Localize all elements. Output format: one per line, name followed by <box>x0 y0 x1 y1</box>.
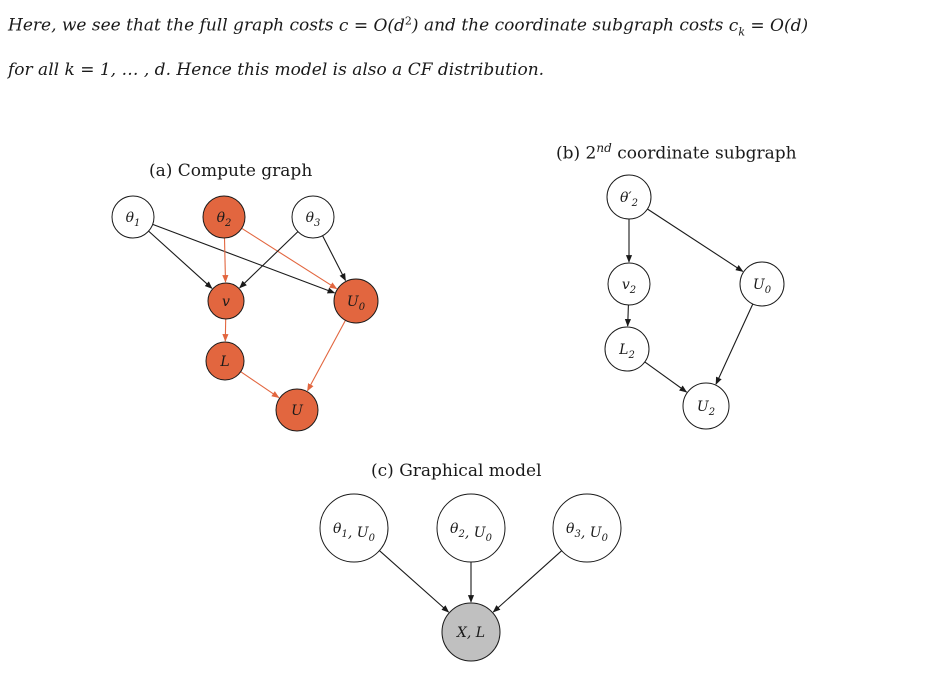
node-a-3: v <box>207 282 245 320</box>
text-run: . Hence this model is also a CF distribu… <box>165 60 545 80</box>
math-run: c = O(d <box>338 15 405 36</box>
node-circle <box>606 174 652 220</box>
node-circle <box>207 282 245 320</box>
node-label: U0 <box>347 294 366 313</box>
node-label: X, L <box>456 625 485 641</box>
edge-a-4-6 <box>307 320 346 392</box>
node-circle <box>333 278 379 324</box>
node-circle <box>682 382 730 430</box>
node-circle <box>552 493 622 563</box>
edge-a-5-6 <box>240 371 280 399</box>
node-circle <box>441 602 501 662</box>
edge-a-0-4 <box>152 223 336 294</box>
node-label: θ3, U0 <box>566 521 609 544</box>
node-b-3: L2 <box>604 326 650 372</box>
node-circle <box>111 195 155 239</box>
caption-compute-graph: (a) Compute graph <box>149 161 313 181</box>
node-label: U0 <box>753 277 772 296</box>
node-label: U2 <box>697 399 715 418</box>
node-circle <box>436 493 506 563</box>
node-circle <box>319 493 389 563</box>
node-label: v2 <box>622 277 636 296</box>
edge-a-2-3 <box>239 231 299 289</box>
node-label: θ1, U0 <box>333 521 376 544</box>
node-label: U <box>291 403 304 419</box>
node-label: L2 <box>618 342 635 361</box>
node-b-2: U0 <box>739 261 785 307</box>
paragraph-line-2: for all k = 1, … , d. Hence this model i… <box>8 62 928 79</box>
caption-graphical-model: (c) Graphical model <box>371 461 542 481</box>
node-circle <box>202 195 246 239</box>
node-circle <box>604 326 650 372</box>
node-label: θ2, U0 <box>450 521 493 544</box>
node-label: θ′2 <box>620 190 638 209</box>
edges-layer <box>148 208 754 613</box>
edge-b-2-4 <box>715 303 754 385</box>
node-label: θ1 <box>126 210 141 229</box>
node-a-0: θ1 <box>111 195 155 239</box>
math-index-range: k = 1, … , d <box>64 60 166 80</box>
math-run: ) <box>411 15 419 36</box>
node-label: L <box>219 354 229 370</box>
node-a-5: L <box>205 341 245 381</box>
edge-a-2-4 <box>322 235 346 282</box>
node-label: θ2 <box>217 210 232 229</box>
caption-superscript: nd <box>596 141 612 155</box>
node-circle <box>275 388 319 432</box>
caption-prefix: (b) 2 <box>556 143 597 164</box>
node-circle <box>291 195 335 239</box>
caption-coordinate-subgraph: (b) 2nd coordinate subgraph <box>556 141 797 164</box>
node-circle <box>607 262 651 306</box>
node-c-1: θ2, U0 <box>436 493 506 563</box>
paragraph-line-1: Here, we see that the full graph costs c… <box>8 15 928 37</box>
edge-c-0-3 <box>379 550 450 613</box>
node-c-0: θ1, U0 <box>319 493 389 563</box>
node-b-4: U2 <box>682 382 730 430</box>
node-b-0: θ′2 <box>606 174 652 220</box>
text-run: and the coordinate subgraph costs <box>418 15 729 36</box>
text-run: for all <box>8 60 65 80</box>
math-subgraph-cost: ck = O(d) <box>728 15 809 39</box>
edge-a-1-4 <box>241 227 338 290</box>
edge-b-1-3 <box>624 304 632 327</box>
math-full-graph-cost: c = O(d2) <box>338 14 419 36</box>
node-circle <box>205 341 245 381</box>
caption-suffix: coordinate subgraph <box>611 143 797 164</box>
node-a-4: U0 <box>333 278 379 324</box>
edge-a-0-3 <box>148 230 213 289</box>
node-a-2: θ3 <box>291 195 335 239</box>
node-a-6: U <box>275 388 319 432</box>
edge-a-1-3 <box>222 237 229 283</box>
text-run: Here, we see that the full graph costs <box>8 15 339 36</box>
node-a-1: θ2 <box>202 195 246 239</box>
node-b-1: v2 <box>607 262 651 306</box>
node-c-2: θ3, U0 <box>552 493 622 563</box>
edge-c-2-3 <box>492 550 563 613</box>
node-circle <box>739 261 785 307</box>
math-run: = O(d) <box>744 15 809 36</box>
math-subscript: k <box>738 25 745 39</box>
math-run: c <box>728 15 739 36</box>
node-label: θ3 <box>306 210 321 229</box>
edge-b-3-4 <box>644 361 688 393</box>
edge-b-0-2 <box>647 208 744 272</box>
node-c-3: X, L <box>441 602 501 662</box>
math-superscript: 2 <box>404 14 412 27</box>
node-label: v <box>222 294 230 310</box>
